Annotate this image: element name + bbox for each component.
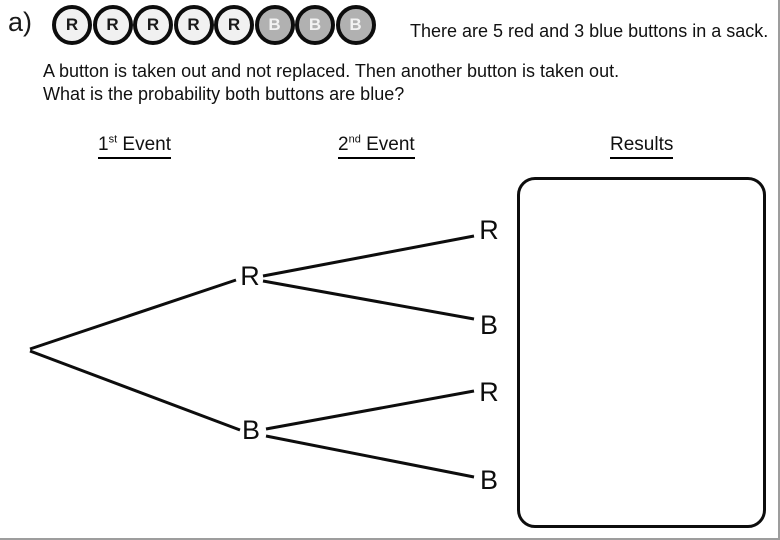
question-item-label: a) [8, 7, 33, 37]
first-event-ordinal-suffix: st [108, 133, 118, 146]
button-sack-row: R R R R R B B B [52, 5, 376, 45]
blue-button-3: B [335, 5, 376, 45]
column-header-results: Results [610, 134, 674, 159]
tree-branch-R-to-RB [262, 279, 475, 321]
second-event-number: 2 [338, 134, 349, 155]
tree-node-second-event-BB: B [479, 465, 498, 495]
tree-node-second-event-RR: R [479, 215, 499, 245]
blue-button-1: B [254, 5, 295, 45]
blue-button-2: B [295, 5, 335, 45]
first-event-word: Event [117, 134, 172, 155]
tree-node-first-event-R: R [240, 261, 260, 291]
tree-branch-B-to-BB [265, 434, 475, 479]
red-button-5: R [214, 5, 254, 45]
tree-branch-root-to-B [29, 349, 241, 432]
second-event-word: Event [360, 134, 415, 155]
tree-branch-root-to-R [29, 278, 237, 351]
sack-description: There are 5 red and 3 blue buttons in a … [410, 21, 769, 41]
red-button-2: R [92, 5, 133, 45]
tree-node-second-event-BR: R [479, 377, 499, 407]
column-header-second-event: 2nd Event [338, 134, 415, 159]
results-answer-box [517, 177, 766, 528]
tree-branch-B-to-BR [265, 389, 475, 431]
second-event-ordinal-suffix: nd [348, 133, 361, 146]
problem-statement: A button is taken out and not replaced. … [43, 60, 619, 106]
problem-line-1: A button is taken out and not replaced. … [43, 61, 620, 81]
red-button-4: R [173, 5, 214, 45]
tree-node-first-event-B: B [241, 415, 260, 445]
column-header-first-event: 1st Event [98, 133, 172, 159]
first-event-number: 1 [98, 134, 109, 155]
tree-node-second-event-RB: B [479, 310, 498, 340]
problem-line-2: What is the probability both buttons are… [43, 84, 405, 104]
red-button-1: R [52, 5, 92, 45]
red-button-3: R [133, 5, 173, 45]
tree-branch-R-to-RR [262, 234, 475, 278]
